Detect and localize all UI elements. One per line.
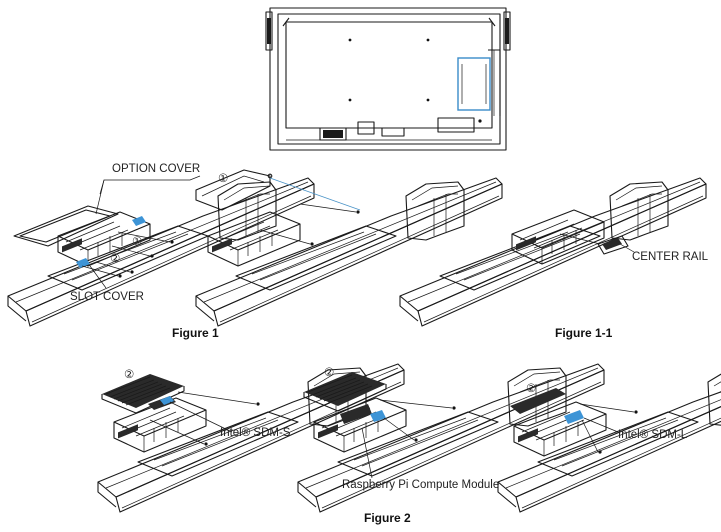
step-marker-2: ② (110, 253, 120, 265)
figure-2-sdm-s-view: ② Intel® SDM-S (97, 363, 405, 513)
monitor-rear-view (265, 7, 511, 151)
figure-1-caption: Figure 1 (172, 326, 219, 340)
intel-sdm-s-label: Intel® SDM-S (220, 427, 291, 439)
center-rail-label: CENTER RAIL (632, 251, 709, 263)
figure-1-1-caption: Figure 1-1 (555, 326, 613, 340)
option-cover-label: OPTION COVER (112, 163, 200, 175)
step-marker-2a: ② (124, 369, 134, 381)
option-slot-highlight (457, 57, 491, 111)
step-marker-2b: ② (324, 367, 334, 379)
intel-sdm-l-label: Intel® SDM-L (618, 429, 688, 441)
raspberry-pi-label: Raspberry Pi Compute Module (342, 479, 499, 491)
figure-1-right-view: ① (195, 169, 503, 327)
step-marker-1: ① (132, 236, 142, 248)
slot-cover-label: SLOT COVER (70, 291, 144, 303)
figure-2-caption: Figure 2 (364, 511, 411, 525)
figure-1-1-view: CENTER RAIL (399, 177, 709, 327)
figure-2-sdm-l-view: ② Intel® SDM-L (497, 363, 721, 513)
step-marker-1b: ① (218, 173, 228, 185)
figure-1-left-view: ① ② SLOT COVER OPTION COVER (7, 163, 315, 327)
figure-2-raspberry-pi-view: ② Raspberry Pi Compute Module (297, 363, 605, 513)
step-marker-2c: ② (526, 383, 536, 395)
